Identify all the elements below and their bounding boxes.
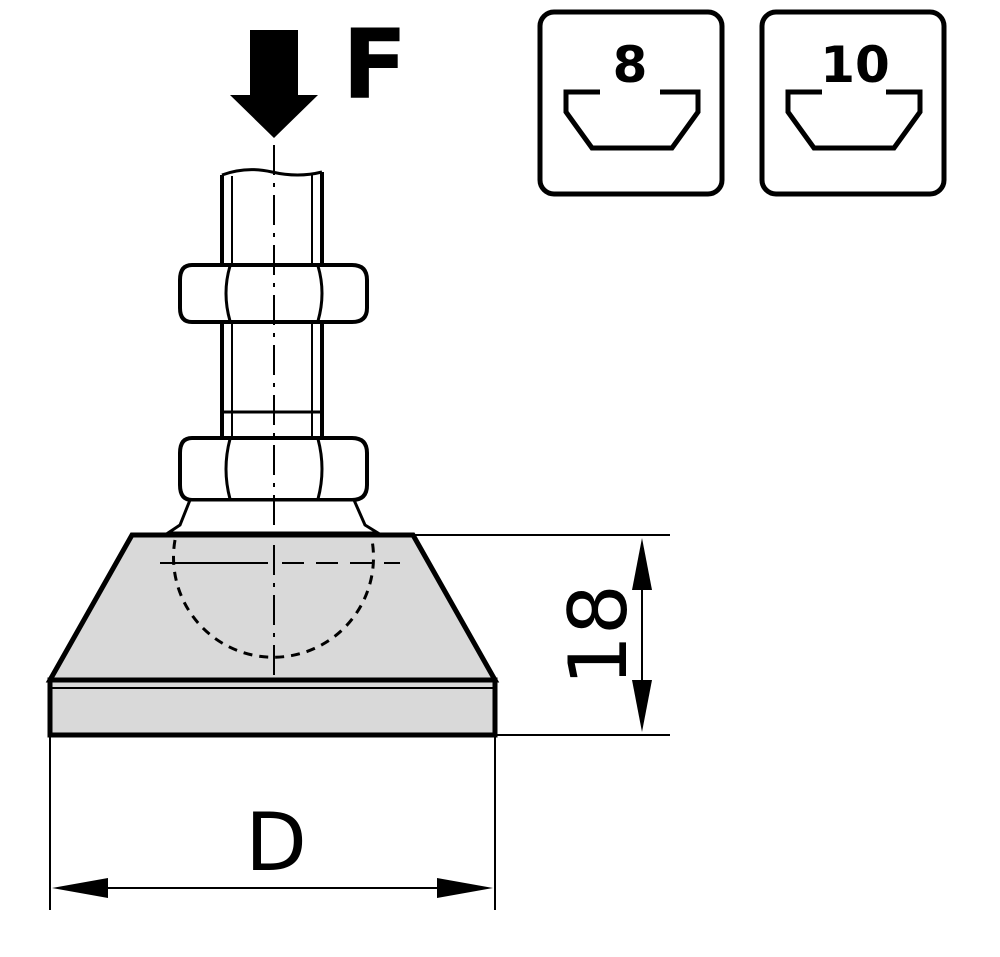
slot-label-8: 8 (613, 36, 648, 94)
hidden-ball-joint (160, 539, 400, 659)
upper-hex-nut (178, 263, 369, 324)
force-arrow (230, 30, 318, 138)
base-foot-pad (45, 532, 500, 738)
slot-label-10: 10 (820, 36, 890, 94)
slot-badge-10: 10 (759, 9, 947, 197)
diameter-dimension (49, 735, 496, 910)
force-label: F (342, 9, 408, 121)
slot-badge-8: 8 (537, 9, 725, 197)
diameter-label: D (245, 796, 307, 889)
height-label: 18 (552, 584, 645, 686)
height-dimension (415, 534, 670, 736)
